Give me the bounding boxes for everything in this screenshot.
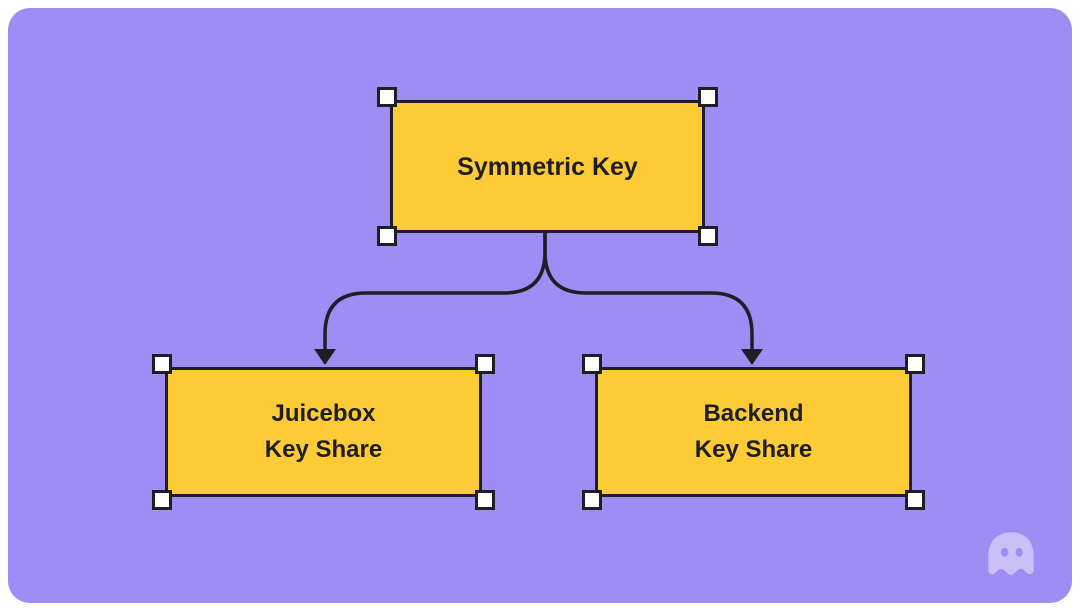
node-backend-key-share[interactable]: Backend Key Share xyxy=(582,354,925,510)
ghost-body xyxy=(988,532,1034,575)
resize-handle-top-right[interactable] xyxy=(905,354,925,374)
resize-handle-top-left[interactable] xyxy=(377,87,397,107)
node-label: Symmetric Key xyxy=(457,152,638,181)
node-label-line1: Juicebox xyxy=(271,400,376,427)
node-symmetric-key[interactable]: Symmetric Key xyxy=(377,87,718,246)
ghost-eye-right xyxy=(1015,547,1023,557)
connector-right-path xyxy=(543,231,754,353)
ghost-eye-left xyxy=(1001,547,1009,557)
ghost-logo xyxy=(988,532,1034,575)
resize-handle-bottom-left[interactable] xyxy=(582,490,602,510)
resize-handle-bottom-right[interactable] xyxy=(698,226,718,246)
resize-handle-top-left[interactable] xyxy=(152,354,172,374)
node-label-line1: Backend xyxy=(703,400,804,427)
arrowhead-right-icon xyxy=(741,349,763,365)
node-label-line2: Key Share xyxy=(694,436,813,463)
resize-handle-bottom-left[interactable] xyxy=(152,490,172,510)
resize-handle-bottom-right[interactable] xyxy=(475,490,495,510)
resize-handle-top-right[interactable] xyxy=(475,354,495,374)
connector-arrows xyxy=(314,231,763,365)
arrowhead-left-icon xyxy=(314,349,336,365)
resize-handle-bottom-right[interactable] xyxy=(905,490,925,510)
resize-handle-top-right[interactable] xyxy=(698,87,718,107)
node-label-line2: Key Share xyxy=(264,436,383,463)
node-juicebox-key-share[interactable]: Juicebox Key Share xyxy=(152,354,495,510)
connector-left-path xyxy=(323,231,547,353)
resize-handle-top-left[interactable] xyxy=(582,354,602,374)
diagram-canvas: Symmetric Key Juicebox Key Share Backend… xyxy=(8,8,1072,603)
resize-handle-bottom-left[interactable] xyxy=(377,226,397,246)
